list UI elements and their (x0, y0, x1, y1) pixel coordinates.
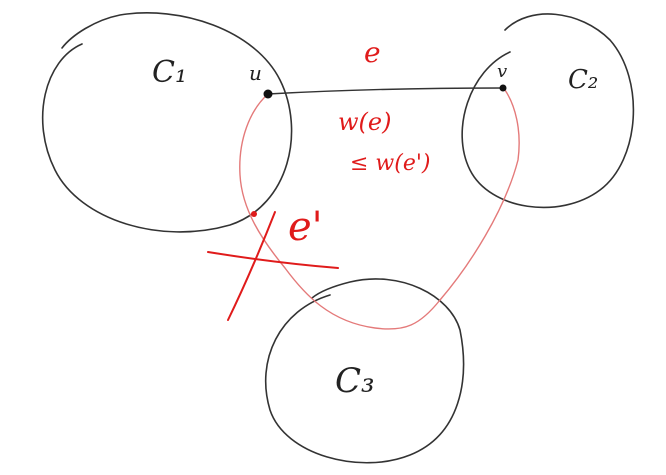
cross-mark-horizontal (207, 251, 339, 269)
label-e-prime: e' (288, 204, 323, 250)
vertex-v (499, 84, 507, 92)
label-c1: C₁ (152, 55, 187, 90)
label-c3: C₃ (335, 361, 375, 401)
label-u: u (249, 61, 262, 85)
label-e: e (364, 36, 381, 69)
vertex-u (263, 89, 273, 99)
cluster-c1-outline (41, 12, 293, 233)
crossing-dot (251, 211, 257, 217)
cross-mark-vertical (227, 211, 276, 321)
label-v: v (497, 61, 507, 82)
cluster-c2-outline (461, 13, 635, 209)
label-weight-e: w(e) (338, 108, 391, 136)
path-e-prime (239, 89, 520, 330)
label-c2: C₂ (568, 65, 598, 95)
label-weight-e-prime: ≤ w(e') (350, 151, 431, 176)
edge-e (267, 87, 504, 95)
cluster-c3-outline (265, 278, 465, 464)
